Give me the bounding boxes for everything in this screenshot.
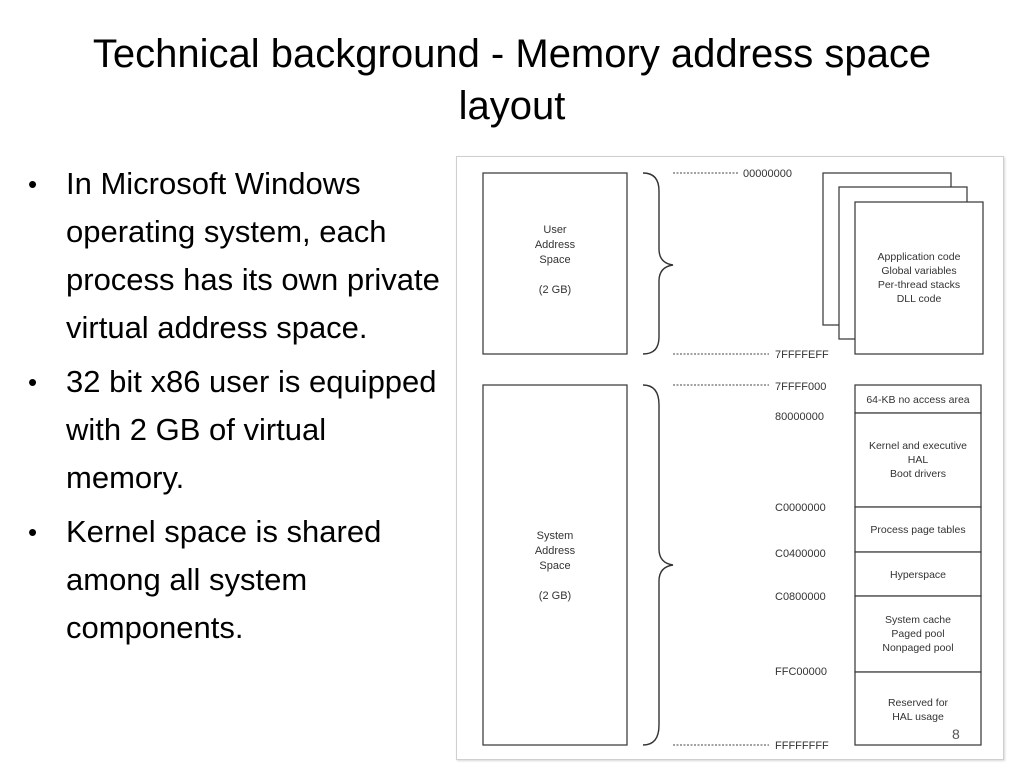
process-page-text: DLL code (897, 293, 942, 305)
process-page-text: Per-thread stacks (878, 279, 960, 291)
process-page-text: Appplication code (878, 251, 961, 263)
bullet-icon: • (28, 169, 38, 199)
page-number: 8 (952, 726, 960, 742)
user-space-box (482, 172, 628, 355)
region-label: Paged pool (891, 628, 944, 640)
region-label: Kernel and executive (869, 440, 967, 452)
region-label: HAL (908, 454, 929, 466)
process-page-text: Global variables (881, 265, 956, 277)
bullet-item: • Kernel space is shared among all system… (28, 508, 448, 652)
bullet-list: • In Microsoft Windows operating system, … (28, 160, 448, 658)
bullet-item: • In Microsoft Windows operating system, … (28, 160, 448, 352)
system-space-label: Address (535, 545, 576, 557)
user-space-label: User (543, 224, 567, 236)
region-label: 64-KB no access area (866, 394, 969, 406)
region-label: Reserved for (888, 697, 949, 709)
region-hal (854, 671, 982, 746)
bullet-text: Kernel space is shared among all system … (66, 514, 382, 645)
region-no-access (854, 384, 982, 414)
user-space-size: (2 GB) (539, 284, 571, 296)
user-space-brace (642, 172, 674, 355)
bullet-icon: • (28, 517, 38, 547)
region-kernel (854, 412, 982, 508)
bullet-text: 32 bit x86 user is equipped with 2 GB of… (66, 364, 437, 495)
system-space-brace (642, 384, 674, 746)
region-page-tables (854, 506, 982, 553)
bullet-icon: • (28, 367, 38, 397)
address-label: 7FFFF000 (775, 381, 826, 393)
address-label: 00000000 (743, 168, 792, 180)
memory-layout-figure: User Address Space (2 GB) System Address… (456, 156, 1004, 760)
system-space-size: (2 GB) (539, 590, 571, 602)
address-label: 7FFFFEFF (775, 349, 829, 361)
region-label: HAL usage (892, 711, 944, 723)
system-space-box (482, 384, 628, 746)
address-label: C0800000 (775, 591, 826, 603)
system-space-label: Space (539, 560, 570, 572)
user-space-label: Space (539, 254, 570, 266)
user-space-label: Address (535, 239, 576, 251)
bullet-item: • 32 bit x86 user is equipped with 2 GB o… (28, 358, 448, 502)
address-label: C0000000 (775, 502, 826, 514)
region-label: Hyperspace (890, 569, 946, 581)
memory-layout-diagram: User Address Space (2 GB) System Address… (482, 168, 984, 752)
address-label: C0400000 (775, 548, 826, 560)
slide-title: Technical background - Memory address sp… (92, 32, 932, 128)
region-system-cache (854, 595, 982, 673)
process-page-front (854, 201, 984, 355)
system-space-label: System (537, 530, 574, 542)
region-label: Boot drivers (890, 468, 946, 480)
region-label: Nonpaged pool (882, 642, 953, 654)
address-label: 80000000 (775, 411, 824, 423)
region-label: Process page tables (870, 524, 965, 536)
address-label: FFFFFFFF (775, 740, 829, 752)
address-label: FFC00000 (775, 666, 827, 678)
bullet-text: In Microsoft Windows operating system, e… (66, 166, 440, 345)
region-label: System cache (885, 614, 951, 626)
